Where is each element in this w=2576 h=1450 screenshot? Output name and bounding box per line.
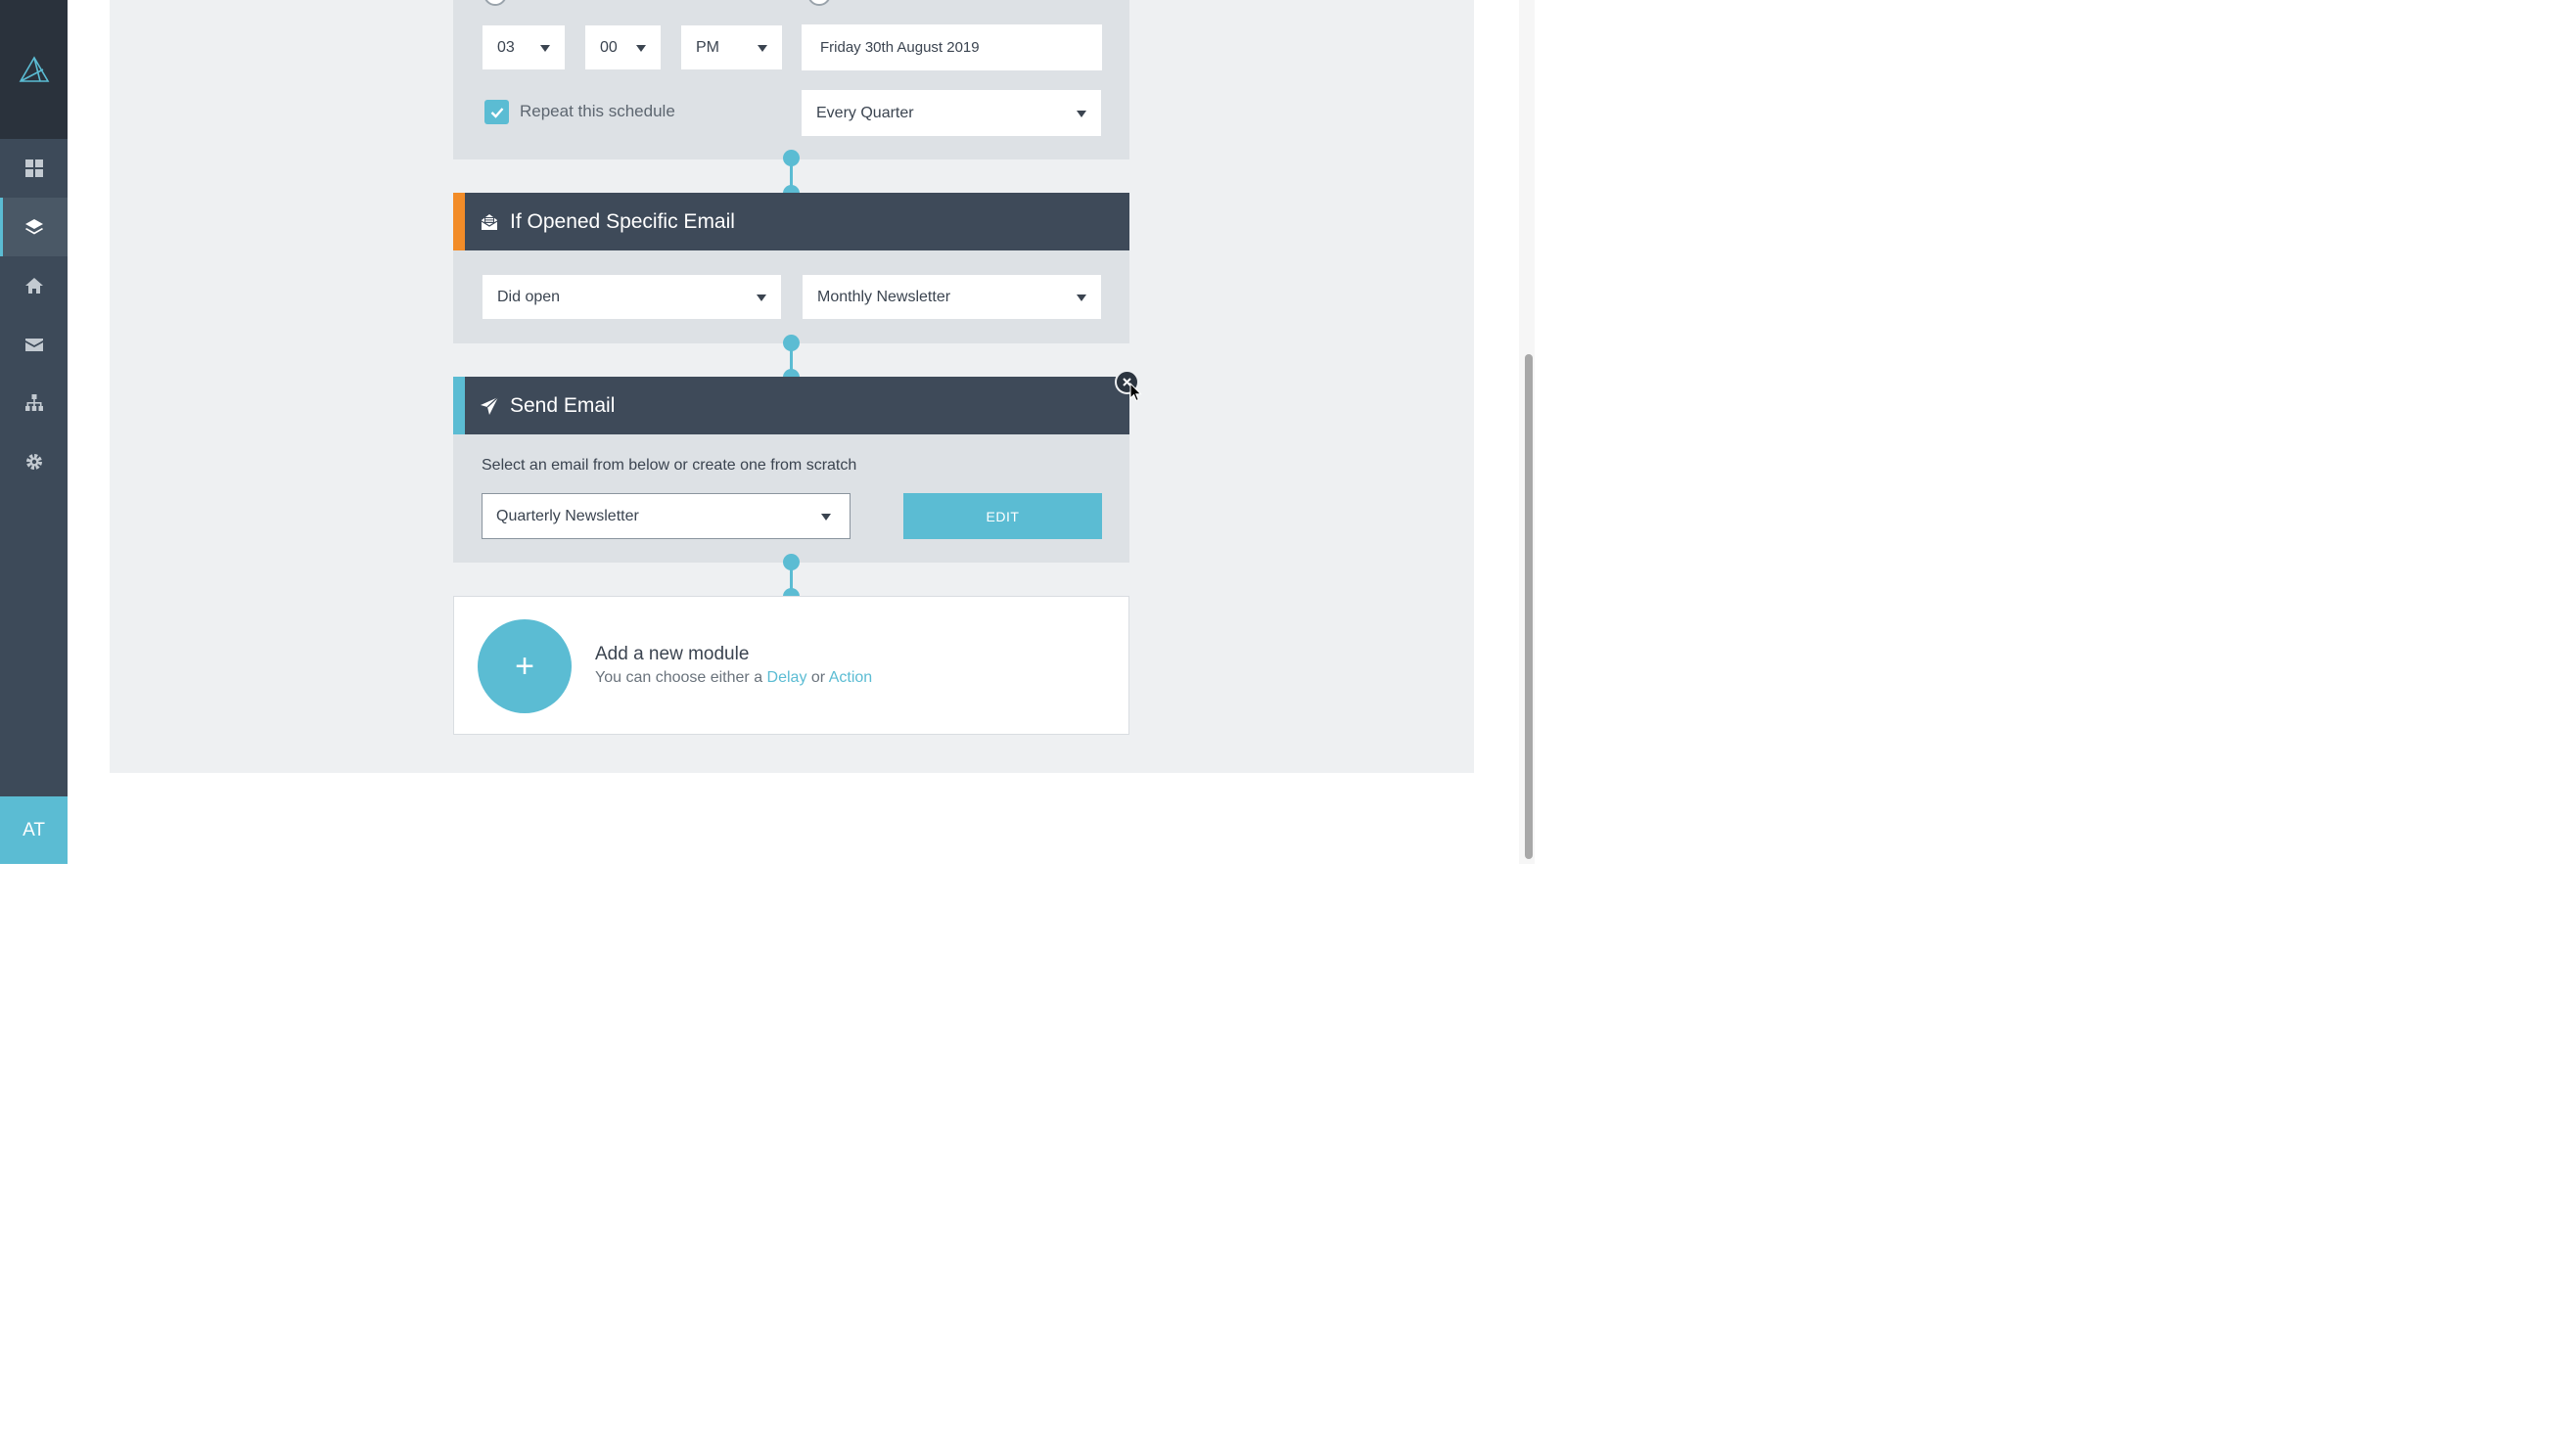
open-condition-value: Did open bbox=[497, 288, 561, 305]
connector-dot bbox=[783, 150, 800, 166]
condition-module-header[interactable]: If Opened Specific Email bbox=[453, 193, 1129, 250]
hour-value: 03 bbox=[497, 38, 515, 56]
connector-line bbox=[790, 562, 793, 597]
send-module-title: Send Email bbox=[510, 393, 616, 417]
nav-structure[interactable] bbox=[0, 374, 68, 432]
connector-line bbox=[790, 159, 793, 194]
chevron-down-icon bbox=[758, 44, 767, 52]
grid-icon bbox=[24, 159, 43, 177]
scrollbar-thumb[interactable] bbox=[1525, 354, 1533, 859]
edit-button[interactable]: EDIT bbox=[903, 493, 1102, 539]
chevron-down-icon bbox=[1077, 110, 1086, 117]
add-module-subtitle: You can choose either a Delay or Action bbox=[595, 669, 872, 687]
module-accent bbox=[453, 377, 465, 434]
nav-home[interactable] bbox=[0, 256, 68, 315]
repeat-frequency-value: Every Quarter bbox=[816, 104, 914, 121]
date-field[interactable]: Friday 30th August 2019 bbox=[802, 24, 1102, 70]
chevron-down-icon bbox=[1077, 294, 1086, 301]
sitemap-icon bbox=[24, 394, 43, 411]
add-module-title: Add a new module bbox=[595, 644, 750, 664]
mail-icon bbox=[24, 339, 43, 351]
add-module-button[interactable]: + bbox=[478, 619, 572, 713]
condition-module-title: If Opened Specific Email bbox=[510, 209, 735, 233]
date-value: Friday 30th August 2019 bbox=[820, 39, 980, 56]
connector-dot bbox=[783, 335, 800, 351]
repeat-frequency-select[interactable]: Every Quarter bbox=[802, 90, 1101, 136]
chevron-down-icon bbox=[636, 44, 646, 52]
chevron-down-icon bbox=[757, 294, 766, 301]
gear-icon bbox=[25, 454, 42, 470]
send-instruction: Select an email from below or create one… bbox=[482, 457, 857, 474]
paper-plane-icon bbox=[481, 396, 499, 415]
delay-link[interactable]: Delay bbox=[766, 669, 807, 686]
connector-line bbox=[790, 342, 793, 378]
envelope-open-icon bbox=[481, 213, 498, 230]
repeat-label: Repeat this schedule bbox=[520, 102, 675, 120]
email-template-value: Quarterly Newsletter bbox=[496, 507, 639, 524]
chevron-down-icon bbox=[821, 513, 831, 521]
module-accent bbox=[453, 193, 465, 250]
nav-settings[interactable] bbox=[0, 432, 68, 491]
add-module-subtitle-prefix: You can choose either a bbox=[595, 669, 763, 686]
period-select[interactable]: PM bbox=[681, 25, 782, 69]
open-condition-select[interactable]: Did open bbox=[483, 275, 781, 319]
checkmark-icon bbox=[490, 107, 503, 118]
home-icon bbox=[24, 278, 43, 294]
email-template-select[interactable]: Quarterly Newsletter bbox=[482, 493, 851, 539]
logo-triangle-icon bbox=[19, 56, 49, 82]
minute-value: 00 bbox=[600, 38, 618, 56]
chevron-down-icon bbox=[540, 44, 550, 52]
layers-icon bbox=[24, 219, 43, 235]
close-icon bbox=[1123, 378, 1131, 386]
mouse-pointer-icon bbox=[1129, 383, 1142, 402]
target-email-select[interactable]: Monthly Newsletter bbox=[803, 275, 1101, 319]
nav-dashboard[interactable] bbox=[0, 139, 68, 198]
connector-dot bbox=[783, 554, 800, 570]
repeat-checkbox[interactable] bbox=[484, 100, 509, 124]
minute-select[interactable]: 00 bbox=[585, 25, 661, 69]
or-text: or bbox=[810, 669, 826, 686]
logo[interactable] bbox=[0, 0, 68, 139]
hour-select[interactable]: 03 bbox=[483, 25, 565, 69]
user-avatar[interactable]: AT bbox=[0, 796, 68, 864]
sidebar: AT bbox=[0, 0, 68, 864]
target-email-value: Monthly Newsletter bbox=[817, 288, 951, 305]
action-link[interactable]: Action bbox=[828, 669, 873, 686]
nav-mail[interactable] bbox=[0, 315, 68, 374]
nav-automations[interactable] bbox=[0, 198, 68, 256]
period-value: PM bbox=[696, 38, 719, 56]
send-module-header[interactable]: Send Email bbox=[453, 377, 1129, 434]
